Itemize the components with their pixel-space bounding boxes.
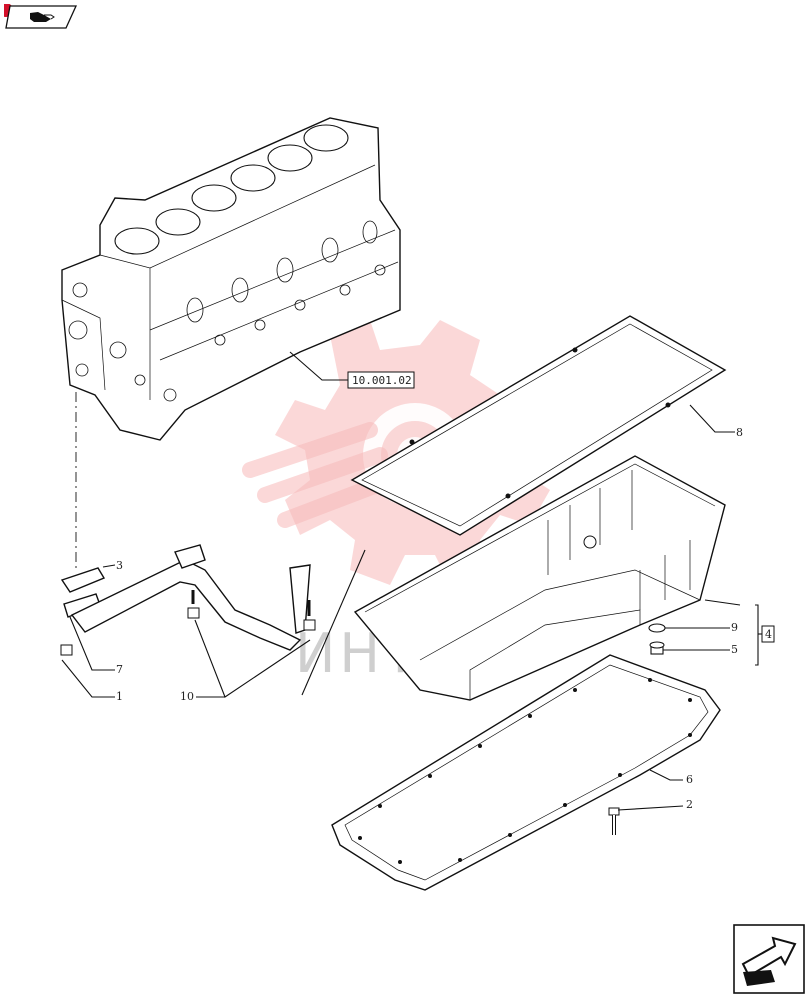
engine-block	[61, 117, 401, 441]
hand-pointer-left-icon	[0, 3, 78, 29]
lower-frame	[331, 654, 721, 891]
drain-plug	[649, 641, 665, 655]
callout-2: 2	[686, 798, 693, 811]
tube-bolts	[60, 590, 316, 656]
callout-4: 4	[765, 628, 772, 641]
leader-lines	[61, 404, 762, 811]
upper-gasket	[350, 315, 727, 536]
callout-8: 8	[736, 426, 743, 439]
oil-pan	[353, 455, 726, 701]
pan-bolt	[608, 807, 620, 835]
previous-page-button[interactable]	[0, 3, 78, 30]
next-page-button[interactable]	[733, 924, 805, 994]
callout-5: 5	[731, 643, 738, 656]
reference-code-box[interactable]: 10.001.02	[347, 371, 415, 389]
callout-3: 3	[116, 559, 123, 572]
arrow-next-page-icon	[733, 924, 805, 994]
oil-pickup-tube	[60, 544, 311, 651]
callout-6: 6	[686, 773, 693, 786]
callout-1: 1	[116, 690, 123, 703]
reference-code-label: 10.001.02	[352, 374, 412, 387]
callout-9: 9	[731, 621, 738, 634]
drain-washer	[648, 623, 666, 633]
callout-10: 10	[180, 690, 194, 703]
reference-leader-line	[289, 351, 348, 381]
callout-7: 7	[116, 663, 123, 676]
callout-4-box: 4	[761, 625, 775, 643]
